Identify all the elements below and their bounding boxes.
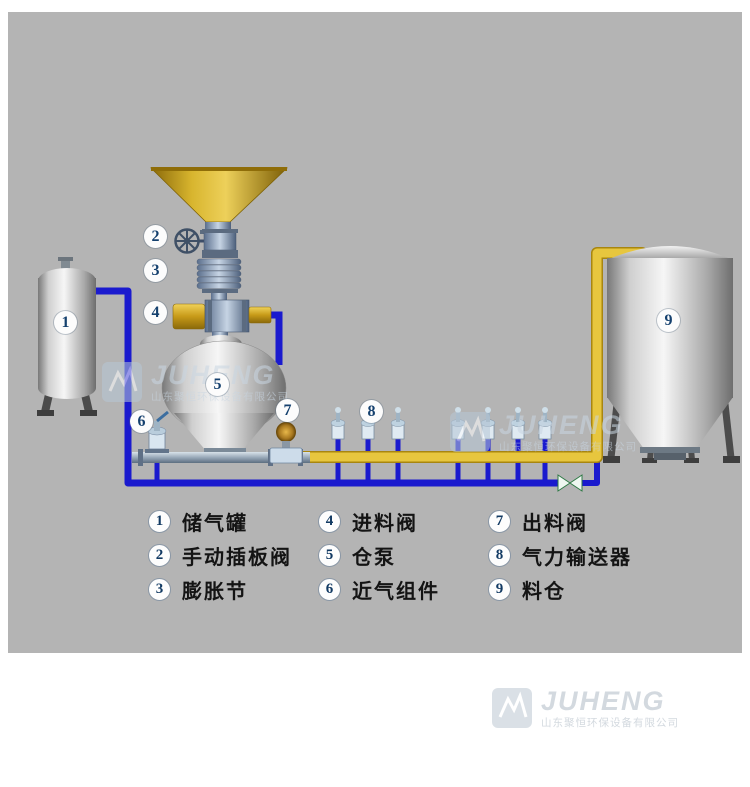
- diagram-badge-5: 5: [206, 373, 229, 396]
- booster-valve-icon: [537, 407, 553, 440]
- legend-label: 进料阀: [352, 512, 418, 535]
- legend-item-4: 4 进料阀: [318, 504, 440, 538]
- legend-label: 近气组件: [352, 580, 440, 603]
- legend-number: 5: [318, 543, 341, 567]
- booster-valve-icon: [510, 407, 526, 440]
- legend-item-7: 7 出料阀: [488, 504, 632, 538]
- feed-valve: [172, 299, 283, 365]
- outlet-valve: [269, 422, 303, 464]
- legend-number: 4: [318, 509, 341, 533]
- legend-number: 9: [488, 577, 511, 601]
- legend-label: 出料阀: [522, 512, 588, 535]
- legend-number: 3: [148, 577, 171, 601]
- diagram-badge-3: 3: [144, 259, 167, 282]
- legend-column-3: 7 出料阀 8 气力输送器 9 料仓: [488, 504, 632, 606]
- air-storage-tank: [37, 257, 97, 416]
- storage-silo: [603, 246, 740, 463]
- feed-hopper: [150, 167, 289, 234]
- bin-pump-vessel: [161, 335, 287, 454]
- diagram-badge-1: 1: [54, 311, 77, 334]
- legend-item-9: 9 料仓: [488, 572, 632, 606]
- legend-number: 6: [318, 577, 341, 601]
- legend-item-3: 3 膨胀节: [148, 572, 292, 606]
- legend-item-5: 5 仓泵: [318, 538, 440, 572]
- booster-valve-icon: [330, 407, 346, 440]
- booster-valve-icon: [480, 407, 496, 440]
- legend-label: 膨胀节: [182, 580, 248, 603]
- legend-column-2: 4 进料阀 5 仓泵 6 近气组件: [318, 504, 440, 606]
- legend-number: 7: [488, 509, 511, 533]
- diagram-badge-9: 9: [657, 309, 680, 332]
- diagram-badge-6: 6: [130, 410, 153, 433]
- legend-number: 1: [148, 509, 171, 533]
- legend-item-8: 8 气力输送器: [488, 538, 632, 572]
- legend-item-1: 1 储气罐: [148, 504, 292, 538]
- air-inlet-component: [145, 410, 169, 453]
- legend-label: 料仓: [522, 580, 566, 603]
- booster-valve-icon: [450, 407, 466, 440]
- handwheel-icon: [174, 228, 200, 254]
- legend-item-2: 2 手动插板阀: [148, 538, 292, 572]
- diagram-badge-7: 7: [276, 399, 299, 422]
- manual-slide-valve: [174, 228, 238, 254]
- manifold-shutoff-valve-icon: [557, 474, 583, 492]
- legend-number: 8: [488, 543, 511, 567]
- legend-label: 仓泵: [352, 546, 396, 569]
- legend-label: 储气罐: [182, 512, 248, 535]
- diagram-badge-2: 2: [144, 225, 167, 248]
- legend-column-1: 1 储气罐 2 手动插板阀 3 膨胀节: [148, 504, 292, 606]
- diagram-badge-8: 8: [360, 400, 383, 423]
- legend-label: 气力输送器: [522, 546, 632, 569]
- legend-label: 手动插板阀: [182, 546, 292, 569]
- expansion-joint: [196, 254, 242, 301]
- booster-valve-icon: [390, 407, 406, 440]
- material-pipe: [302, 247, 648, 463]
- diagram-badge-4: 4: [144, 301, 167, 324]
- legend-number: 2: [148, 543, 171, 567]
- legend-item-6: 6 近气组件: [318, 572, 440, 606]
